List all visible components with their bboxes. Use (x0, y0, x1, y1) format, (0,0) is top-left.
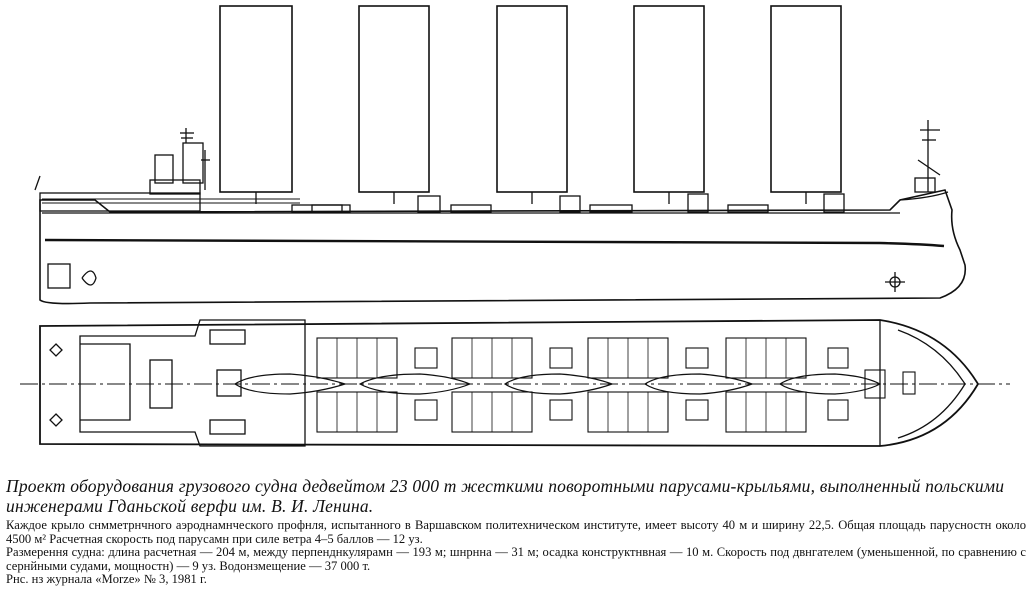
caption-paragraph-1: Каждое крыло снмметрнчного аэроднамнческ… (6, 518, 1026, 546)
deck-houses-side (291, 193, 845, 213)
caption-paragraph-2: Размерення судна: длина расчетная — 204 … (6, 545, 1026, 573)
superstructure-plan (49, 319, 306, 447)
caption-title: Проект оборудования грузового судна дедв… (6, 476, 1005, 516)
caption-source: Рнс. нз журнала «Morze» № 3, 1981 г. (6, 572, 207, 587)
wing-profiles-plan (233, 373, 882, 395)
ship-drawing (20, 5, 1010, 447)
hull-plan (39, 319, 980, 447)
plan-view (20, 319, 1010, 447)
foremast-side (914, 120, 941, 193)
caption-body: Каждое крыло снмметрнчного аэроднамнческ… (6, 518, 1026, 587)
side-view (34, 5, 967, 305)
hull-side (39, 189, 967, 305)
hatch-covers (316, 337, 916, 433)
wing-sails-side (219, 5, 842, 204)
superstructure-side (34, 128, 300, 212)
rudder-propeller (47, 263, 905, 292)
